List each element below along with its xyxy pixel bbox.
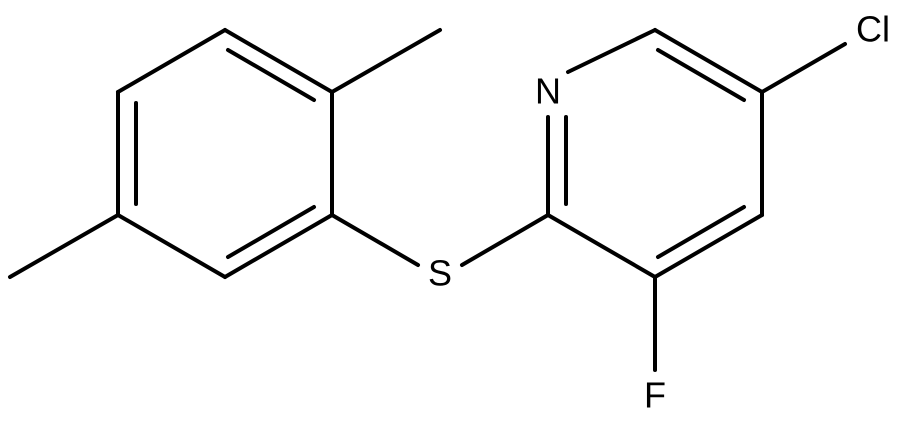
- bond-ar4-ar5-inner: [226, 205, 316, 259]
- bond-n-c6: [566, 28, 657, 74]
- bond-c6-c5-inner: [656, 48, 746, 102]
- bond-s-py: [460, 213, 550, 267]
- atom-label-chlorine: Cl: [856, 9, 890, 50]
- bond-ar5-ar6: [116, 213, 227, 279]
- bond-ar2-ar3: [223, 28, 334, 94]
- bond-c3-c2: [546, 213, 657, 279]
- bond-c4-c3-inner: [656, 205, 746, 259]
- bond-methyl-top: [330, 28, 442, 94]
- bond-c4-c3: [653, 213, 764, 279]
- bond-ar-s: [330, 213, 420, 267]
- bond-methyl-left: [8, 213, 120, 279]
- atom-label-nitrogen: N: [535, 71, 561, 112]
- bond-ar1-ar2: [116, 28, 227, 94]
- atom-label-sulfur: S: [428, 253, 452, 294]
- atom-label-fluorine: F: [644, 375, 666, 416]
- bond-ar4-ar5: [223, 213, 334, 279]
- bond-c5-cl: [760, 42, 847, 94]
- bond-c6-c5: [653, 28, 764, 94]
- bond-ar2-ar3-inner: [226, 48, 316, 102]
